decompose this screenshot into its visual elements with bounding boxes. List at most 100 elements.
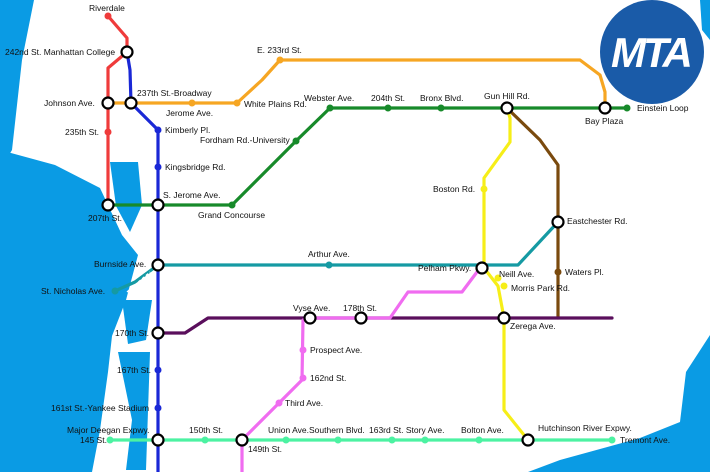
transfer-station (551, 215, 565, 229)
label-burnside: Burnside Ave. (94, 259, 146, 269)
station-dot (276, 56, 284, 64)
label-union: Union Ave. (268, 425, 309, 435)
transfer-station (120, 45, 134, 59)
mta-logo: MTA (600, 0, 704, 104)
transfer-station (151, 433, 165, 447)
station-dot (500, 282, 508, 290)
label-riverdale: Riverdale (89, 3, 125, 13)
label-neill: Neill Ave. (499, 269, 534, 279)
label-einstein: Einstein Loop (637, 103, 689, 113)
station-dot (475, 436, 483, 444)
transfer-station (101, 198, 115, 212)
station-dot (325, 261, 333, 269)
label-eastchester: Eastchester Rd. (567, 216, 627, 226)
line-brown (505, 106, 560, 320)
station-dot (154, 404, 162, 412)
station-dot (299, 374, 307, 382)
connector-dashed (126, 271, 151, 293)
label-170: 170th St. (115, 328, 149, 338)
transfer-station (124, 96, 138, 110)
station-dot (104, 12, 112, 20)
transfer-station (598, 101, 612, 115)
label-tremont: Tremont Ave. (620, 435, 670, 445)
line-orange (106, 58, 607, 110)
transfer-station (151, 198, 165, 212)
label-237-broadway: 237th St.-Broadway (137, 88, 212, 98)
label-prospect: Prospect Ave. (310, 345, 362, 355)
station-dot (437, 104, 445, 112)
station-dot (188, 99, 196, 107)
station-dot (388, 436, 396, 444)
label-arthur: Arthur Ave. (308, 249, 350, 259)
station-dot (104, 128, 112, 136)
label-johnson: Johnson Ave. (44, 98, 95, 108)
station-dot (292, 137, 300, 145)
label-162: 162nd St. (310, 373, 346, 383)
label-145: 145 St. (80, 435, 107, 445)
label-st-nicholas: St. Nicholas Ave. (41, 286, 105, 296)
label-third: Third Ave. (285, 398, 323, 408)
label-kingsbridge: Kingsbridge Rd. (165, 162, 225, 172)
label-gun-hill: Gun Hill Rd. (484, 91, 530, 101)
label-167: 167th St. (117, 365, 151, 375)
label-zerega: Zerega Ave. (510, 321, 556, 331)
label-story: 163rd St. Story Ave. (369, 425, 444, 435)
label-southern: Southern Blvd. (309, 425, 365, 435)
station-dot (334, 436, 342, 444)
station-dot (554, 268, 562, 276)
label-yankee-stadium: 161st St.-Yankee Stadium (51, 403, 149, 413)
station-dot (106, 436, 114, 444)
station-dot (111, 287, 119, 295)
transfer-stations (101, 45, 612, 447)
label-207: 207th St. (88, 213, 122, 223)
transfer-station (151, 258, 165, 272)
label-fordham: Fordham Rd.-University (200, 135, 290, 145)
label-hutchinson: Hutchinson River Expwy. (538, 423, 632, 433)
transfer-station (497, 311, 511, 325)
label-jerome: Jerome Ave. (166, 108, 213, 118)
label-major-deegan: Major Deegan Expwy. (67, 425, 150, 435)
transfer-station (303, 311, 317, 325)
station-dot (326, 104, 334, 112)
station-dot (480, 185, 488, 193)
line-purple (156, 316, 614, 335)
station-dot (421, 436, 429, 444)
transfer-station (500, 101, 514, 115)
label-white-plains: White Plains Rd. (244, 99, 307, 109)
transfer-station (101, 96, 115, 110)
station-dot (154, 126, 162, 134)
label-manhattan-college: 242nd St. Manhattan College (5, 47, 115, 57)
label-kimberly: Kimberly Pl. (165, 125, 210, 135)
station-dot (384, 104, 392, 112)
station-dot (228, 201, 236, 209)
label-204: 204th St. (371, 93, 405, 103)
label-boston: Boston Rd. (433, 184, 475, 194)
route-lines (106, 14, 629, 472)
label-vyse: Vyse Ave. (293, 303, 330, 313)
transfer-station (521, 433, 535, 447)
transfer-station (354, 311, 368, 325)
label-waters: Waters Pl. (565, 267, 604, 277)
label-149: 149th St. (248, 444, 282, 454)
mta-logo-text: MTA (611, 29, 691, 76)
label-morris-park: Morris Park Rd. (511, 283, 570, 293)
label-e233: E. 233rd St. (257, 45, 302, 55)
station-dots (104, 12, 631, 444)
station-dot (494, 274, 502, 282)
station-dot (299, 346, 307, 354)
station-dot (282, 436, 290, 444)
station-dot (233, 99, 241, 107)
label-150: 150th St. (189, 425, 223, 435)
station-labels: Riverdale 242nd St. Manhattan College 23… (5, 3, 689, 454)
label-pelham: Pelham Pkwy. (418, 263, 471, 273)
transfer-station (235, 433, 249, 447)
label-bolton: Bolton Ave. (461, 425, 504, 435)
label-grand-concourse: Grand Concourse (198, 210, 265, 220)
label-bronx-blvd: Bronx Blvd. (420, 93, 463, 103)
label-178: 178th St. (343, 303, 377, 313)
transfer-station (151, 326, 165, 340)
label-s-jerome: S. Jerome Ave. (163, 190, 220, 200)
label-bay-plaza: Bay Plaza (585, 116, 624, 126)
